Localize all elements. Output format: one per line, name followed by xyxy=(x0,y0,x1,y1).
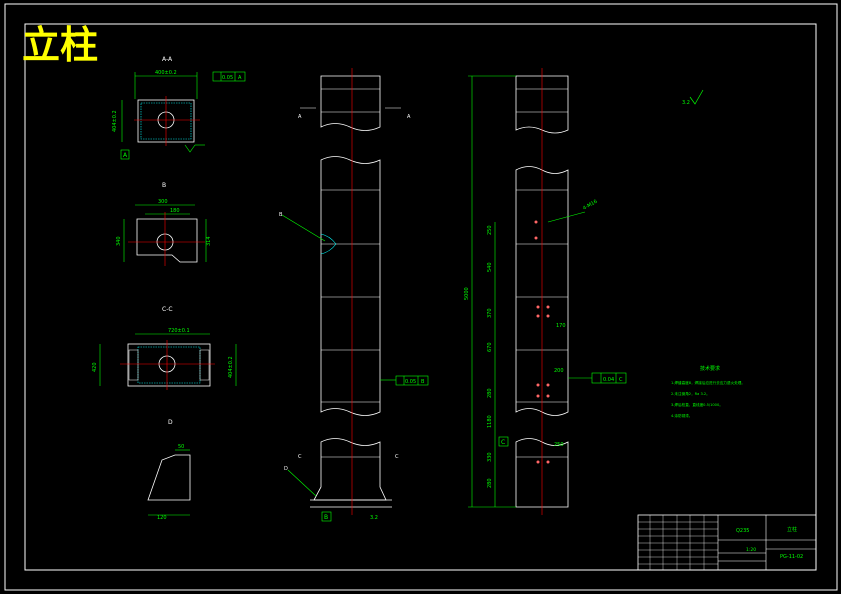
title-block: Q235 立柱 1:20 PG-11-02 xyxy=(637,514,817,571)
side-small-dim-1: 170 xyxy=(556,323,566,329)
title-block-material: Q235 xyxy=(736,528,749,534)
b-height-dim: 340 xyxy=(116,236,122,246)
front-b-callout: B xyxy=(279,212,283,218)
front-datum-ref: B xyxy=(421,379,425,385)
side-datum-ref: C xyxy=(619,377,623,383)
front-a-left: A xyxy=(298,114,302,120)
drawing-title: 立柱 xyxy=(22,22,98,67)
b-right-dim: 314 xyxy=(206,236,212,246)
tech-requirements: 技术要求 1.焊缝高度8，焊接后应进行去应力退火处理。 2.未注倒角2，Ra 3… xyxy=(671,365,745,418)
section-cc: C-C 720±0.1 420 404±0.2 xyxy=(92,306,237,390)
side-small-dim-3: 250 xyxy=(554,442,564,448)
side-dim-3: 370 xyxy=(487,308,493,318)
side-datum-box: C xyxy=(501,439,505,446)
side-dim-4: 670 xyxy=(487,342,493,352)
section-b: B 300 180 340 314 xyxy=(116,182,212,266)
section-aa-label: A-A xyxy=(162,56,173,63)
tech-req-line-4: 4.涂防锈漆。 xyxy=(671,413,692,418)
section-cc-label: C-C xyxy=(162,306,173,313)
tech-req-line-3: 3.焊后校直，直线度0.5/1000。 xyxy=(671,402,723,407)
side-hole-note: 4-M16 xyxy=(582,199,599,212)
d-top-dim: 50 xyxy=(178,444,184,450)
outer-border xyxy=(4,3,838,591)
aa-tolerance: 0.05 xyxy=(222,75,233,81)
aa-datum-box: A xyxy=(123,152,128,159)
section-aa: A-A 400±0.2 0.05 A 404±0.2 A xyxy=(112,56,246,160)
side-dim-7: 330 xyxy=(487,452,493,462)
b-inner-dim: 180 xyxy=(170,208,180,214)
title-block-drawing-no: PG-11-02 xyxy=(780,554,803,560)
section-b-label: B xyxy=(162,182,166,189)
d-width-dim: 120 xyxy=(157,515,167,521)
front-c-left: C xyxy=(298,454,302,460)
title-block-name: 立柱 xyxy=(787,526,797,533)
tech-req-line-2: 2.未注倒角2，Ra 3.2。 xyxy=(671,391,710,396)
b-width-dim: 300 xyxy=(158,199,168,205)
side-dim-6: 1180 xyxy=(487,415,493,428)
front-roughness: 3.2 xyxy=(370,515,378,521)
roughness-value: 3.2 xyxy=(682,100,690,106)
side-view: 5000 250 540 370 670 280 1180 330 280 4-… xyxy=(464,68,627,515)
front-datum-box: B xyxy=(324,514,328,521)
side-dim-8: 280 xyxy=(487,478,493,488)
side-dim-1: 250 xyxy=(487,225,493,235)
detail-d: D 50 120 xyxy=(147,419,191,521)
side-dim-2: 540 xyxy=(487,262,493,272)
side-dim-5: 280 xyxy=(487,388,493,398)
aa-height-dim: 404±0.2 xyxy=(112,110,118,132)
cc-height-dim: 404±0.2 xyxy=(228,356,234,378)
front-a-right: A xyxy=(407,114,411,120)
aa-datum-ref: A xyxy=(238,75,242,81)
side-small-dim-2: 200 xyxy=(554,368,564,374)
front-c-right: C xyxy=(395,454,399,460)
front-view: A A B C C D 0.05 B B 3.2 xyxy=(279,68,429,522)
side-tolerance: 0.04 xyxy=(603,377,614,383)
side-total-dim: 5000 xyxy=(464,287,470,300)
cc-left-dim: 420 xyxy=(92,362,98,372)
tech-req-line-1: 1.焊缝高度8，焊接后应进行去应力退火处理。 xyxy=(671,380,745,385)
inner-border xyxy=(24,23,817,571)
tech-req-heading: 技术要求 xyxy=(700,365,720,372)
cc-width-dim: 720±0.1 xyxy=(168,328,190,334)
front-d-callout: D xyxy=(284,466,288,472)
roughness-symbol: 3.2 xyxy=(682,89,704,106)
title-block-scale: 1:20 xyxy=(746,547,756,553)
front-tolerance: 0.05 xyxy=(405,379,416,385)
detail-d-label: D xyxy=(168,419,173,426)
aa-width-dim: 400±0.2 xyxy=(155,70,177,76)
